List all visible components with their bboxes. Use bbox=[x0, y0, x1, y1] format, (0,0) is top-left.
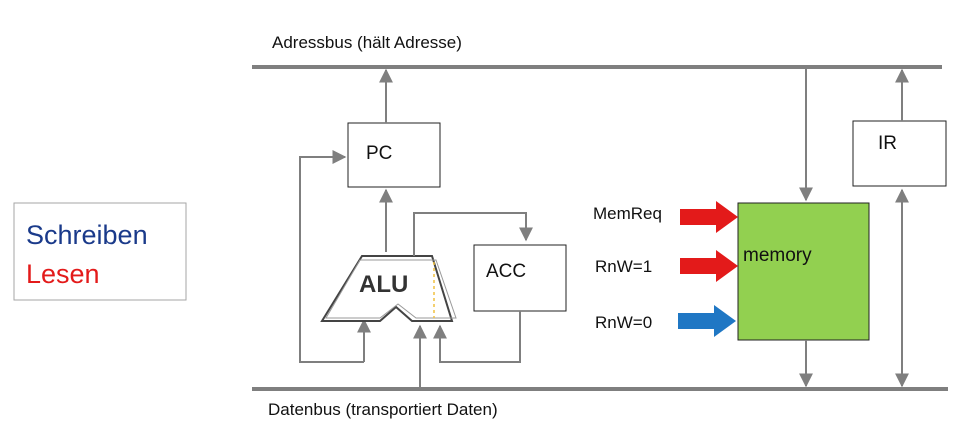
alu-block bbox=[320, 255, 454, 322]
acc-label: ACC bbox=[486, 261, 526, 282]
acc-block bbox=[473, 244, 567, 312]
memory-label: memory bbox=[743, 245, 812, 266]
rnw0-arrow bbox=[678, 305, 736, 337]
rnw1-arrow bbox=[680, 250, 738, 282]
memory-block bbox=[737, 202, 870, 341]
alu-label: ALU bbox=[359, 271, 408, 298]
memreq-label: MemReq bbox=[593, 204, 662, 223]
pc-feedback-path bbox=[299, 150, 364, 363]
legend-box bbox=[13, 202, 187, 301]
pc-block bbox=[347, 122, 441, 188]
pc-label: PC bbox=[366, 143, 392, 164]
acc-to-alu-path bbox=[433, 311, 521, 363]
rnw1-label: RnW=1 bbox=[595, 257, 652, 276]
address-bus-label: Adressbus (hält Adresse) bbox=[272, 33, 462, 52]
ir-label: IR bbox=[878, 133, 897, 154]
alu-block-shadow bbox=[325, 259, 457, 319]
memreq-arrow bbox=[680, 201, 738, 233]
rnw0-label: RnW=0 bbox=[595, 313, 652, 332]
legend-write-label: Schreiben bbox=[26, 220, 148, 250]
alu-to-acc-path bbox=[413, 212, 533, 256]
data-bus-label: Datenbus (transportiert Daten) bbox=[268, 400, 498, 419]
ir-block bbox=[852, 120, 947, 187]
legend-read-label: Lesen bbox=[26, 259, 100, 289]
